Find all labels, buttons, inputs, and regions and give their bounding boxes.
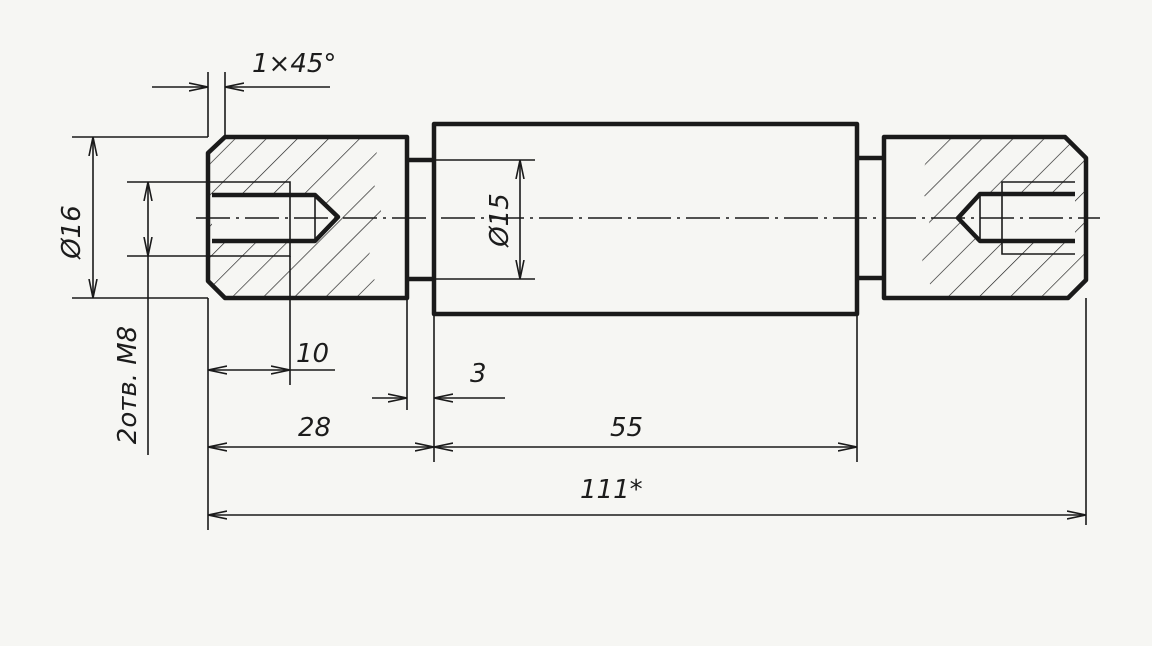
left-end-outline xyxy=(205,134,410,301)
left-diameter-dimension: Ø16 xyxy=(57,136,208,299)
left-length-dimension: 28 xyxy=(208,413,434,447)
right-end-outline xyxy=(881,134,1089,301)
right-groove xyxy=(857,155,884,281)
left-groove xyxy=(407,157,434,282)
holes-label: 2отв. М8 xyxy=(113,326,143,444)
thread-depth-label: 10 xyxy=(296,339,329,369)
left-thread-minor-diameter xyxy=(212,181,291,257)
left-diameter-label: Ø16 xyxy=(57,205,87,260)
thread-depth-dimension: 10 xyxy=(208,339,335,370)
right-end-hatch xyxy=(920,137,1086,298)
chamfer-dimension: 1×45° xyxy=(152,49,336,137)
left-end-section xyxy=(205,134,410,301)
left-length-label: 28 xyxy=(298,413,331,443)
total-length-label: 111* xyxy=(580,475,643,505)
groove-label: 3 xyxy=(470,359,487,389)
chamfer-label: 1×45° xyxy=(252,49,336,79)
left-end-hatch xyxy=(208,137,382,298)
center-diameter-dimension: Ø15 xyxy=(485,160,520,279)
groove-dimension: 3 xyxy=(372,359,505,398)
total-length-dimension: 111* xyxy=(208,475,1086,515)
center-length-label: 55 xyxy=(610,413,643,443)
extension-lines xyxy=(207,256,1087,530)
center-diameter-label: Ø15 xyxy=(485,193,515,248)
holes-dimension: 2отв. М8 xyxy=(113,181,212,455)
left-thread-hole xyxy=(212,192,341,244)
center-cylinder xyxy=(431,121,860,317)
center-length-dimension: 55 xyxy=(434,413,857,447)
